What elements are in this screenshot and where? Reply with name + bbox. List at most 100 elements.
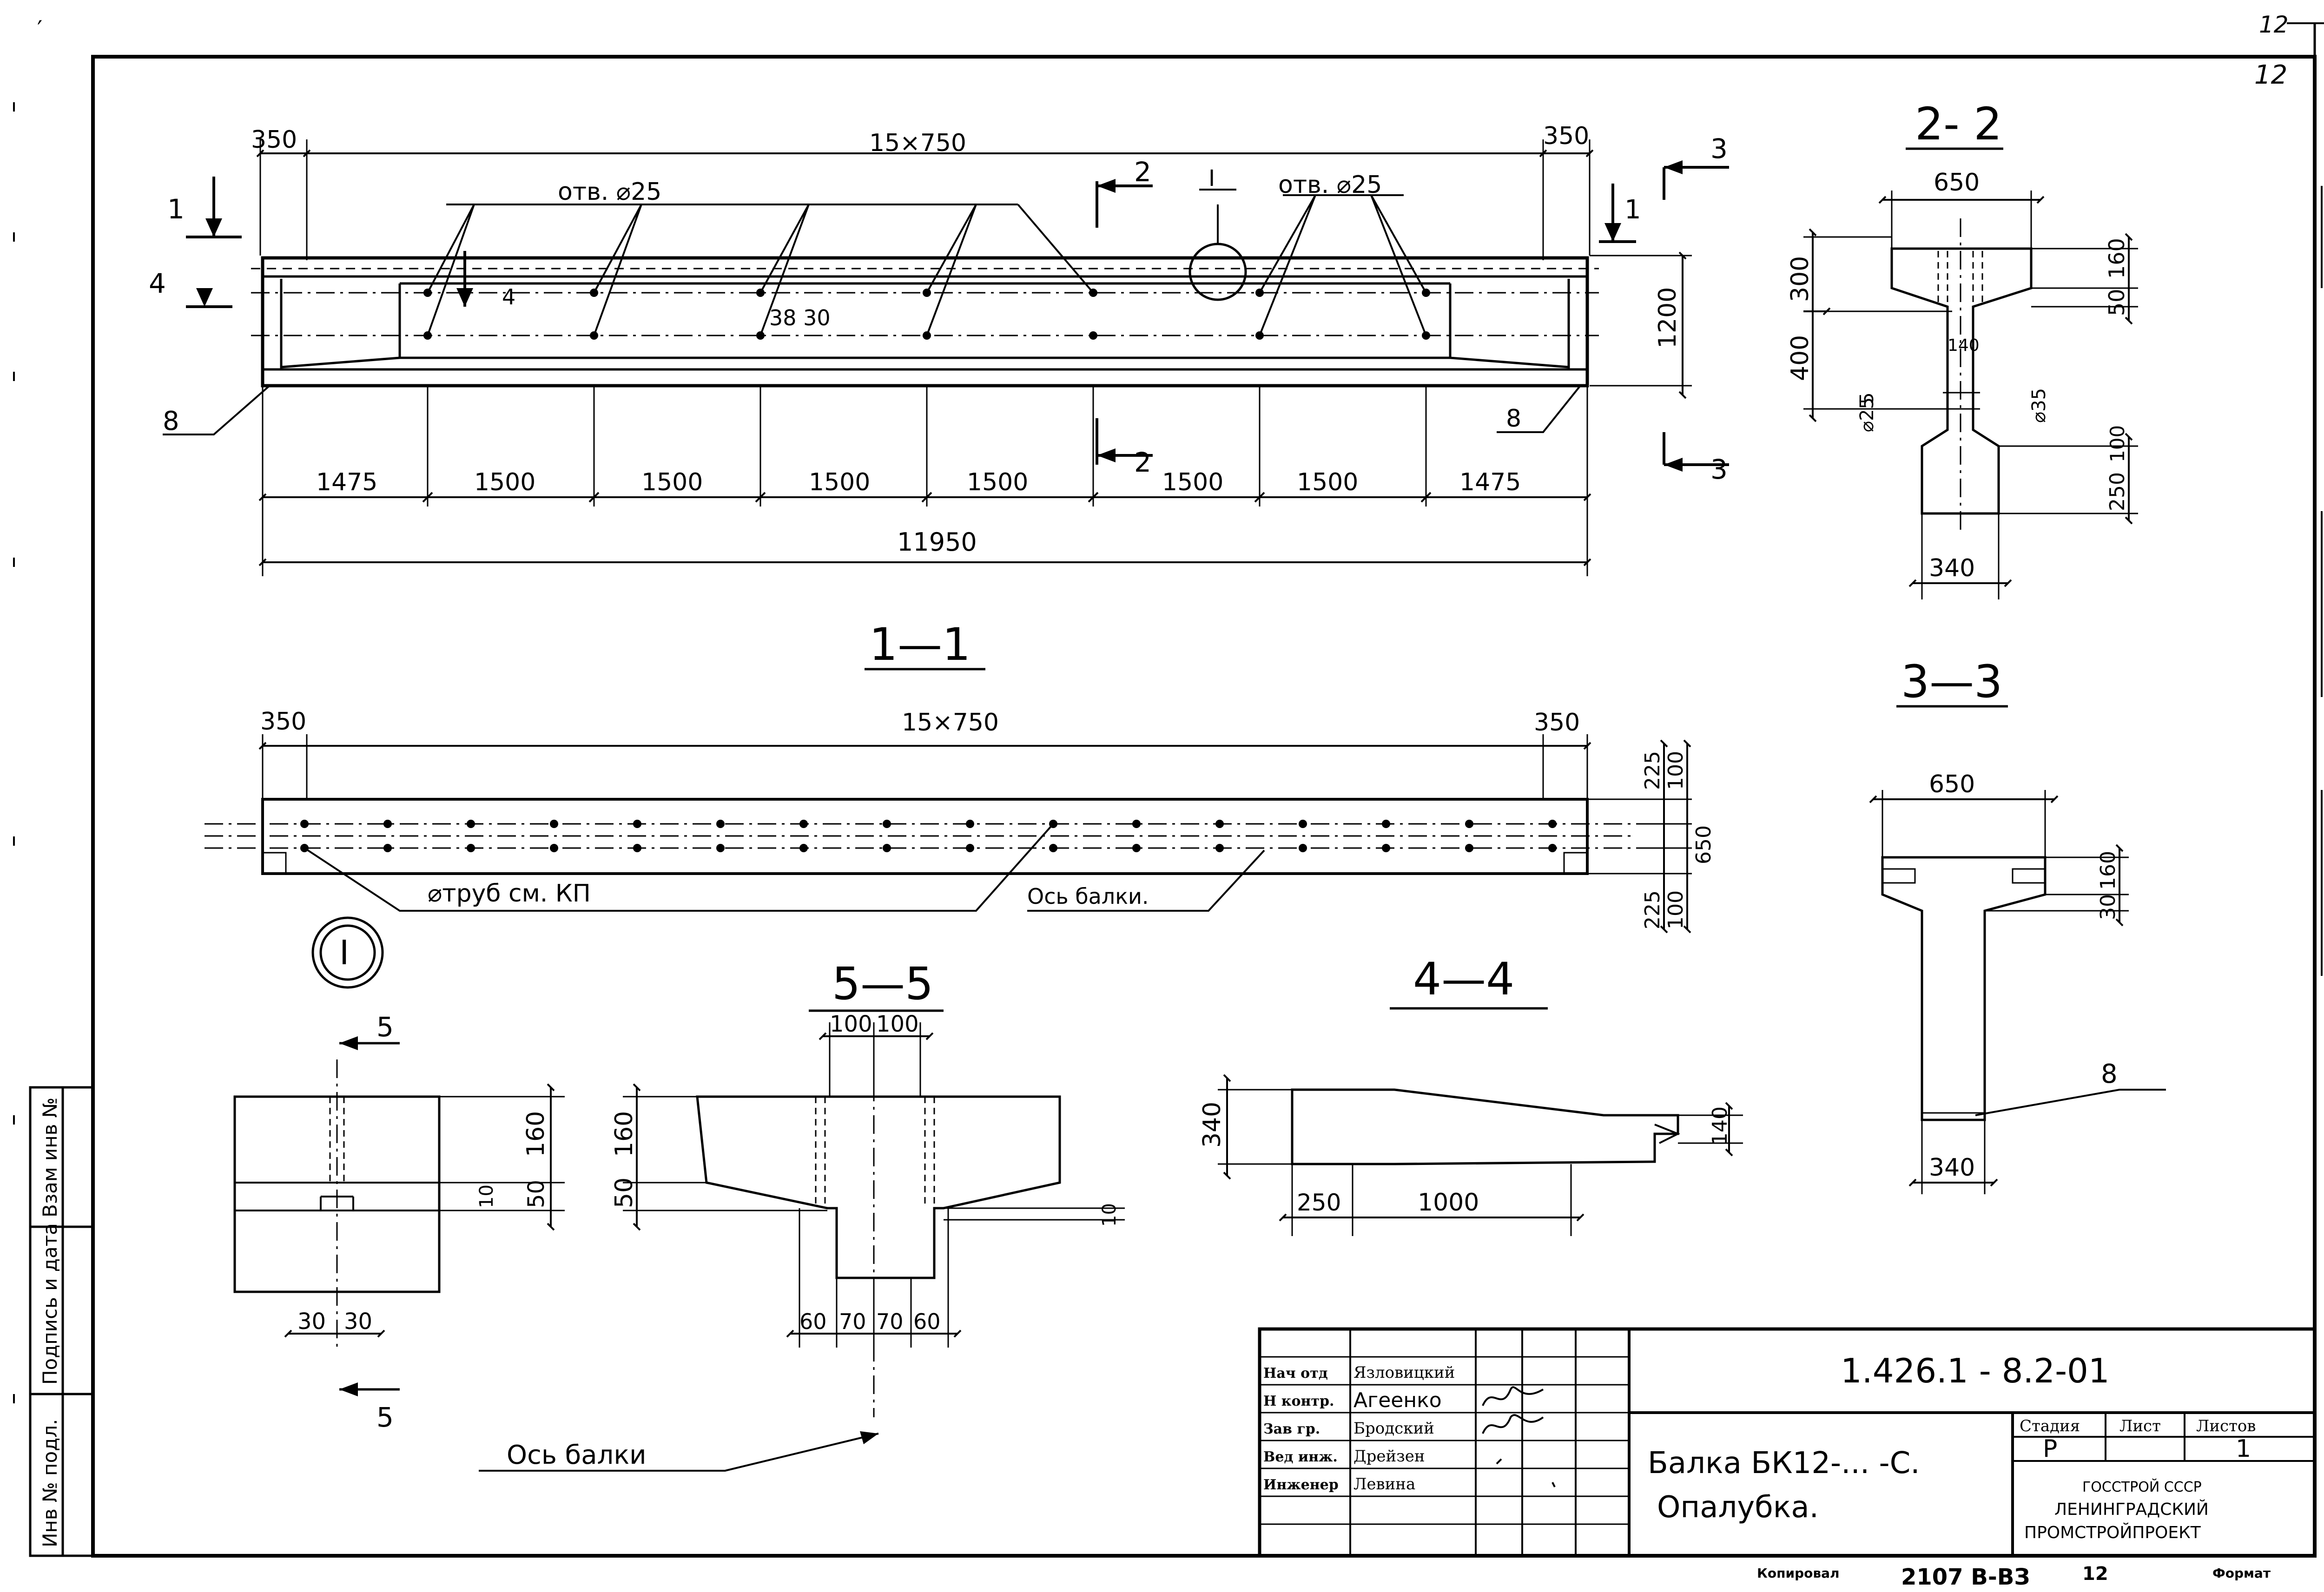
span-3: 1500 (641, 468, 703, 496)
section-title-2-2: 2- 2 (1915, 98, 2002, 150)
detail-mark-I: I (1208, 165, 1215, 191)
s55-top-100-right: 100 (876, 1011, 919, 1037)
section-5-5: 100 100 160 50 10 60 70 70 60 (610, 1011, 1125, 1417)
s22-hole-35: ⌀35 (2028, 388, 2050, 423)
page-number: 12 (2254, 60, 2287, 90)
plan-right-100-bottom: 100 (1664, 890, 1688, 929)
s55-left-50: 50 (610, 1178, 638, 1208)
detail-I-mark: I (311, 916, 384, 989)
s22-bottom-340: 340 (1929, 554, 1975, 582)
section-title-5-5: 5—5 (832, 958, 933, 1010)
plan-right-650: 650 (1692, 825, 1716, 864)
section-2-2: 2- 2 650 300 400 160 50 100 250 140 ⌀25 … (1786, 98, 2138, 599)
footer: Копировал 2107 В-ВЗ 12 Формат (1757, 1563, 2271, 1590)
beam-plan: 350 15×750 350 ⌀труб см. КП Ось балки. 2… (205, 708, 1716, 934)
plan-right-225-bottom: 225 (1641, 890, 1664, 929)
left-stamp-strip: Инв № подл. Подпись и дата Взам инв № (29, 1086, 94, 1557)
section-title-1-1: 1—1 (869, 618, 971, 671)
span-5: 1500 (967, 468, 1028, 496)
cut-mark-2-top: 2 (1134, 156, 1151, 188)
cut-mark-1-right: 1 (1624, 195, 1641, 225)
dim-3830: 38 30 (769, 305, 831, 330)
holes-label-a: отв. ⌀25 (558, 178, 661, 206)
title-block: Нач отд Н контр. Зав гр. Вед инж. Инжене… (1258, 1327, 2317, 1558)
section-title-3-3: 3—3 (1901, 656, 2002, 708)
tb-role-0: Нач отд (1263, 1365, 1328, 1381)
s33-bottom-340: 340 (1929, 1154, 1975, 1182)
tb-sheets-value: 1 (2236, 1435, 2251, 1463)
view5-mark-bottom: 5 (376, 1401, 394, 1433)
s44-dim-340: 340 (1198, 1102, 1226, 1148)
tb-org-line3: ПРОМСТРОЙПРОЕКТ (2024, 1523, 2201, 1542)
s55-top-100-left: 100 (830, 1011, 872, 1037)
tb-name-0: Язловицкий (1353, 1363, 1455, 1382)
section-3-3: 3—3 650 160 30 8 340 (1869, 656, 2166, 1194)
tb-role-2: Зав гр. (1263, 1421, 1320, 1437)
s33-mark-8: 8 (2101, 1059, 2118, 1089)
cut-mark-3-bottom: 3 (1710, 454, 1728, 485)
tb-role-1: Н контр. (1263, 1393, 1334, 1409)
pipes-note: ⌀труб см. КП (428, 880, 591, 908)
tb-stage-header: Стадия (2020, 1417, 2080, 1435)
tb-title-line2: Опалубка. (1657, 1490, 1819, 1525)
cut-mark-4b: 4 (502, 284, 515, 309)
mark-8-right: 8 (1506, 405, 1521, 433)
span-4: 1500 (809, 468, 870, 496)
strip-label-replace: Взам инв № (39, 1098, 61, 1217)
plan-dim-350-right: 350 (1534, 709, 1580, 737)
cut-mark-1: 1 (167, 193, 185, 225)
s55-right-10: 10 (1099, 1203, 1120, 1227)
cut-mark-3-top: 3 (1710, 133, 1728, 164)
hole-points (423, 289, 1430, 340)
s22-web-140: 140 (1948, 336, 1980, 355)
span-2: 1500 (474, 468, 535, 496)
view5-dim-10: 10 (476, 1184, 497, 1208)
dim-top-350-right: 350 (1543, 122, 1589, 150)
s22-right-50: 50 (2104, 289, 2129, 316)
s22-hole-25: ⌀25 (1856, 397, 1878, 432)
tb-org-line2: ЛЕНИНГРАДСКИЙ (2054, 1500, 2209, 1519)
s22-left-300: 300 (1786, 256, 1814, 302)
span-6: 1500 (1162, 468, 1223, 496)
s22-top-650: 650 (1934, 169, 1980, 197)
s33-top-650: 650 (1929, 770, 1975, 798)
view5-mark-top: 5 (376, 1011, 394, 1043)
section-title-4-4: 4—4 (1413, 953, 1514, 1005)
plan-axis-note: Ось балки. (1027, 884, 1149, 909)
plan-right-100-top: 100 (1664, 751, 1688, 790)
section-4-4: 340 140 250 1000 (1198, 1074, 1743, 1236)
s55-left-160: 160 (610, 1111, 638, 1157)
holes-label-b: отв. ⌀25 (1278, 171, 1382, 199)
tb-org-line1: ГОССТРОЙ СССР (2082, 1479, 2202, 1495)
mark-8-left: 8 (163, 406, 179, 436)
cut-mark-4: 4 (149, 268, 166, 299)
corner-handwriting: ′ (37, 16, 42, 43)
s55-bot-70-left: 70 (839, 1309, 866, 1334)
s22-mark-5: 5 (1856, 393, 1878, 404)
beam-elevation: 350 15×750 350 отв. ⌀25 отв. ⌀25 38 30 I… (149, 122, 1729, 576)
s22-right-250: 250 (2106, 472, 2129, 511)
s22-right-160: 160 (2104, 238, 2129, 279)
tb-role-3: Вед инж. (1263, 1449, 1338, 1465)
view5-dim-30-right: 30 (344, 1309, 372, 1335)
s22-right-100: 100 (2106, 425, 2129, 462)
tb-name-4: Левина (1353, 1475, 1415, 1493)
dim-top-15x750: 15×750 (869, 129, 966, 157)
sheet-frame: 12 12 ′ (13, 11, 2324, 1558)
plan-dim-15x750: 15×750 (902, 709, 999, 737)
s44-dim-1000: 1000 (1418, 1189, 1479, 1217)
tb-name-2: Бродский (1353, 1419, 1434, 1438)
view5-dim-160: 160 (522, 1111, 550, 1157)
footer-copied: Копировал (1757, 1566, 1840, 1581)
tb-role-4: Инженер (1263, 1477, 1339, 1493)
span-1: 1475 (316, 468, 377, 496)
tb-name-1: Агеенко (1353, 1388, 1442, 1412)
s33-right-160: 160 (2096, 851, 2120, 890)
s55-bot-70-right: 70 (876, 1309, 904, 1334)
dim-top-350-left: 350 (251, 126, 297, 154)
strip-label-sign: Подпись и дата (39, 1223, 61, 1385)
s44-dim-140: 140 (1708, 1106, 1732, 1145)
view5-dim-30-left: 30 (297, 1309, 326, 1335)
footer-num: 12 (2082, 1563, 2108, 1585)
